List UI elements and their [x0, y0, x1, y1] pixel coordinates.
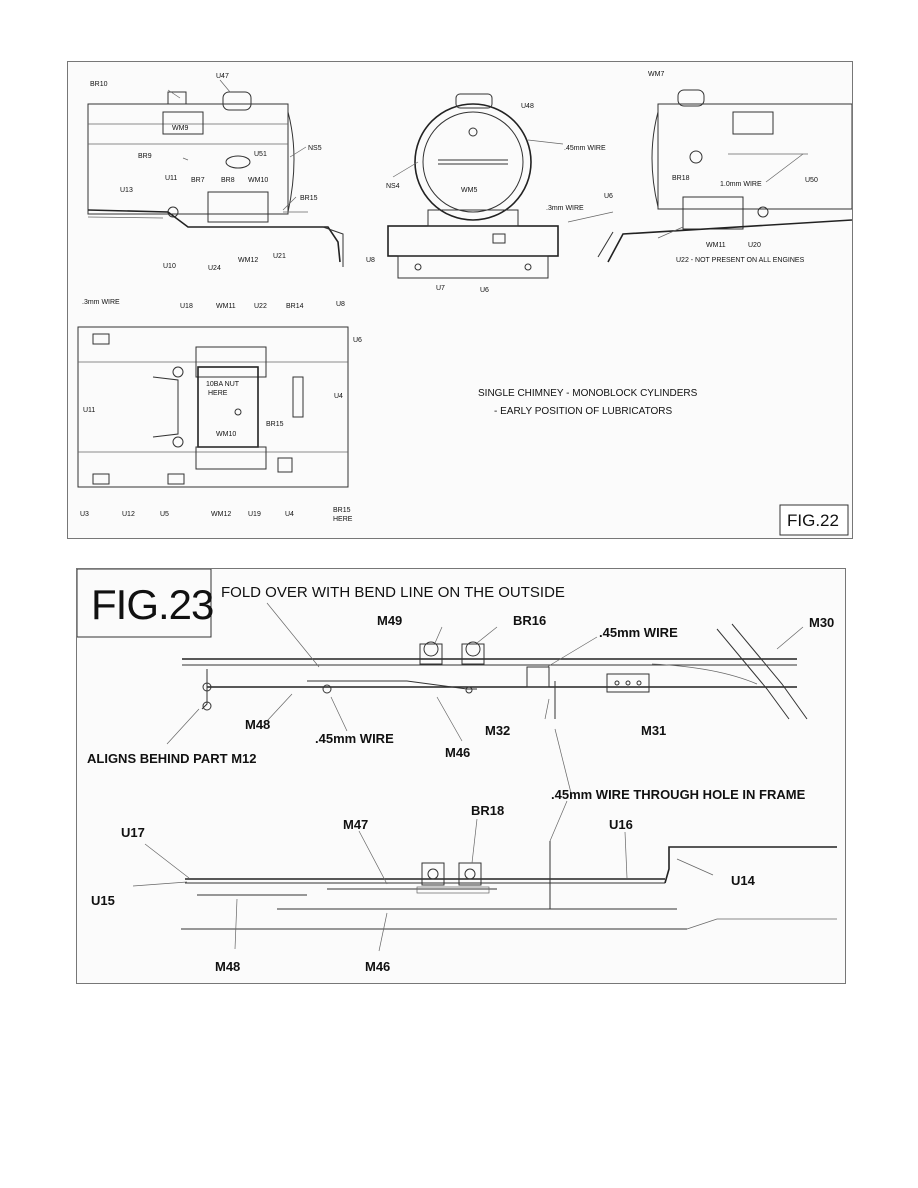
label-u14: U14	[731, 873, 756, 888]
label-ns5: NS5	[308, 145, 322, 152]
label-br15a: BR15	[300, 195, 318, 202]
label-u51: U51	[254, 151, 267, 158]
label-wire3a: .3mm WIRE	[546, 205, 584, 212]
fig22-note-line1: SINGLE CHIMNEY - MONOBLOCK CYLINDERS	[478, 388, 698, 399]
fig22-panel: BR10 U47 WM9 BR9 U51 NS5 U11 BR7 BR8 WM1…	[67, 61, 853, 539]
label-aligns: ALIGNS BEHIND PART M12	[87, 751, 257, 766]
label-br16: BR16	[513, 613, 546, 628]
fig22-note-line2: - EARLY POSITION OF LUBRICATORS	[494, 406, 673, 417]
label-ns4: NS4	[386, 183, 400, 190]
label-u19: U19	[248, 511, 261, 518]
label-wire-hole: .45mm WIRE THROUGH HOLE IN FRAME	[551, 787, 806, 802]
label-nut2: HERE	[208, 390, 228, 397]
fig22-title: FIG.22	[787, 511, 839, 530]
label-m32: M32	[485, 723, 510, 738]
label-m48b: M48	[215, 959, 240, 974]
label-u13: U13	[120, 187, 133, 194]
label-u18: U18	[180, 303, 193, 310]
label-br10: BR10	[90, 81, 108, 88]
label-u22-note: U22 - NOT PRESENT ON ALL ENGINES	[676, 257, 805, 264]
label-br9: BR9	[138, 153, 152, 160]
label-u6c: U6	[353, 337, 362, 344]
fig22-labels: BR10 U47 WM9 BR9 U51 NS5 U11 BR7 BR8 WM1…	[80, 71, 818, 523]
label-here: HERE	[333, 516, 353, 523]
label-wm12a: WM12	[238, 257, 258, 264]
label-br15b: BR15	[266, 421, 284, 428]
fig23-title-box	[77, 569, 212, 638]
label-u24: U24	[208, 265, 221, 272]
label-wire45a: .45mm WIRE	[599, 625, 678, 640]
label-m30: M30	[809, 615, 834, 630]
label-m49: M49	[377, 613, 402, 628]
label-u20: U20	[748, 242, 761, 249]
label-u11a: U11	[165, 175, 177, 182]
label-wm10a: WM10	[248, 177, 268, 184]
label-br7: BR7	[191, 177, 205, 184]
label-wm7: WM7	[648, 71, 664, 78]
label-u7: U7	[436, 285, 445, 292]
label-u22: U22	[254, 303, 267, 310]
label-u21: U21	[273, 253, 286, 260]
fig23-leaders	[132, 602, 804, 952]
label-u16: U16	[609, 817, 633, 832]
label-wm10b: WM10	[216, 431, 236, 438]
label-u10: U10	[163, 263, 176, 270]
label-u15: U15	[91, 893, 115, 908]
left-elevation	[87, 91, 344, 267]
label-u4a: U4	[334, 393, 343, 400]
label-u8b: U8	[336, 301, 345, 308]
label-wm11b: WM11	[216, 303, 236, 310]
fig23-labels: FOLD OVER WITH BEND LINE ON THE OUTSIDE …	[87, 584, 834, 974]
label-wire10: 1.0mm WIRE	[720, 181, 762, 188]
label-u8a: U8	[366, 257, 375, 264]
label-u50: U50	[805, 177, 818, 184]
label-m31: M31	[641, 723, 666, 738]
plan-view	[77, 326, 349, 488]
label-wm5: WM5	[461, 187, 477, 194]
label-u3: U3	[80, 511, 89, 518]
label-br18: BR18	[471, 803, 504, 818]
fig23-title: FIG.23	[91, 581, 213, 628]
label-wm9: WM9	[172, 125, 188, 132]
label-br8: BR8	[221, 177, 235, 184]
fig22-drawing: BR10 U47 WM9 BR9 U51 NS5 U11 BR7 BR8 WM1…	[77, 71, 852, 536]
label-u47: U47	[216, 73, 229, 80]
label-br18a: BR18	[672, 175, 690, 182]
label-wire3b: .3mm WIRE	[82, 299, 120, 306]
label-u12: U12	[122, 511, 135, 518]
label-wire45a: .45mm WIRE	[564, 145, 606, 152]
fig23-panel: FIG.23	[76, 568, 846, 984]
label-nut1: 10BA NUT	[206, 381, 240, 388]
right-elevation	[597, 89, 852, 263]
fig22-title-box	[779, 504, 849, 536]
label-m46b: M46	[365, 959, 390, 974]
label-wm12b: WM12	[211, 511, 231, 518]
label-u48: U48	[521, 103, 534, 110]
label-u4b: U4	[285, 511, 294, 518]
label-u5: U5	[160, 511, 169, 518]
upper-frame-assembly	[182, 623, 808, 720]
label-fold: FOLD OVER WITH BEND LINE ON THE OUTSIDE	[221, 584, 565, 601]
label-br15c: BR15	[333, 507, 351, 514]
label-u17: U17	[121, 825, 145, 840]
label-m46a: M46	[445, 745, 470, 760]
lower-frame-assembly	[181, 841, 837, 930]
fig22-leaders	[167, 79, 804, 239]
label-m47: M47	[343, 817, 368, 832]
label-m48a: M48	[245, 717, 270, 732]
label-u6b: U6	[604, 193, 613, 200]
label-wire45b: .45mm WIRE	[315, 731, 394, 746]
front-elevation	[387, 93, 559, 279]
label-br14: BR14	[286, 303, 304, 310]
label-wm11a: WM11	[706, 242, 726, 249]
label-u11b: U11	[83, 407, 95, 414]
label-u6a: U6	[480, 287, 489, 294]
fig23-drawing: FIG.23	[77, 569, 837, 974]
